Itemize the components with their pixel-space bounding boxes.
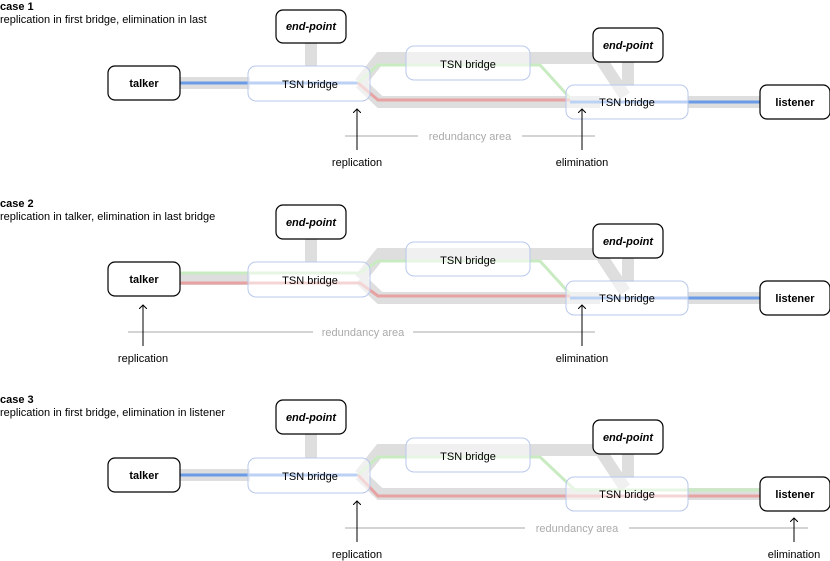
endpoint-right-label: end-point [603,236,654,248]
bridge-last-label: TSN bridge [599,293,655,305]
endpoint-right-node [592,419,664,455]
bridge-last-label: TSN bridge [599,97,655,109]
case-3: case 3 replication in first bridge, elim… [0,394,830,561]
listener-node [759,280,830,316]
bridge-top [405,241,531,277]
listener-label: listener [775,489,815,501]
talker-label: talker [129,78,159,90]
bridge-first-label: TSN bridge [282,79,338,91]
redundancy-area-label: redundancy area [429,131,512,143]
bridge-first [247,65,371,102]
talker-label: talker [129,274,159,286]
talker-label: talker [129,470,159,482]
bridge-first-label: TSN bridge [282,471,338,483]
elimination-label: elimination [556,157,609,169]
case-2: case 2 replication in talker, eliminatio… [0,198,830,365]
endpoint-right-label: end-point [603,40,654,52]
endpoint-right-node [592,27,664,63]
replication-label: replication [332,549,382,561]
endpoint-left-label: end-point [286,217,337,229]
bridge-top [405,437,531,473]
bridge-top-label: TSN bridge [440,451,496,463]
endpoint-left-node [275,204,347,240]
case-1: case 1 replication in first bridge, elim… [0,1,830,169]
redundancy-area-label: redundancy area [536,523,619,535]
case-description: replication in talker, elimination in la… [0,211,215,223]
elimination-label: elimination [556,353,609,365]
talker-node [107,65,181,101]
endpoint-left-label: end-point [286,21,337,33]
bridge-first [247,261,371,298]
bridge-first [247,457,371,494]
replication-label: replication [118,353,168,365]
bridge-last-label: TSN bridge [599,489,655,501]
replication-label: replication [332,157,382,169]
listener-label: listener [775,97,815,109]
endpoint-right-label: end-point [603,432,654,444]
bridge-last [565,84,689,120]
endpoint-left-label: end-point [286,412,337,424]
listener-node [759,476,830,512]
endpoint-left-node [275,399,347,435]
bridge-top [405,45,531,81]
elimination-label: elimination [768,549,821,561]
talker-node [107,457,181,493]
bridge-top-label: TSN bridge [440,59,496,71]
case-description: replication in first bridge, elimination… [0,14,207,26]
case-title: case 3 [0,394,34,406]
case-description: replication in first bridge, elimination… [0,407,225,419]
listener-label: listener [775,293,815,305]
bridge-last [565,280,689,316]
bridge-top-label: TSN bridge [440,255,496,267]
case-title: case 1 [0,1,34,13]
bridge-last [565,476,689,512]
case-title: case 2 [0,198,34,210]
redundancy-area-label: redundancy area [322,327,405,339]
bridge-first-label: TSN bridge [282,275,338,287]
talker-node [107,261,181,297]
listener-node [759,84,830,120]
endpoint-left-node [275,9,347,44]
endpoint-right-node [592,223,664,259]
